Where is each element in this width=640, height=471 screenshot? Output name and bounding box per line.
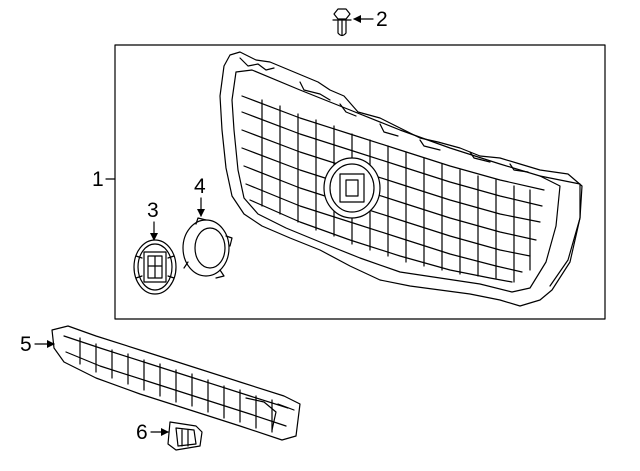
lower-grille-part: [51, 325, 301, 441]
grille-assembly-part: [219, 51, 583, 307]
callout-5: 5: [20, 333, 32, 356]
push-pin-clip-part: [332, 8, 352, 37]
callout-1: 1: [92, 168, 104, 191]
callout-4: 4: [194, 175, 206, 198]
emblem-part: [133, 239, 177, 295]
lower-insert-part: [167, 421, 203, 451]
callout-2: 2: [376, 8, 388, 31]
callout-3: 3: [147, 199, 159, 222]
bezel-ring-part: [182, 217, 233, 279]
assembly-frame: [114, 44, 606, 320]
callout-6: 6: [136, 421, 148, 444]
